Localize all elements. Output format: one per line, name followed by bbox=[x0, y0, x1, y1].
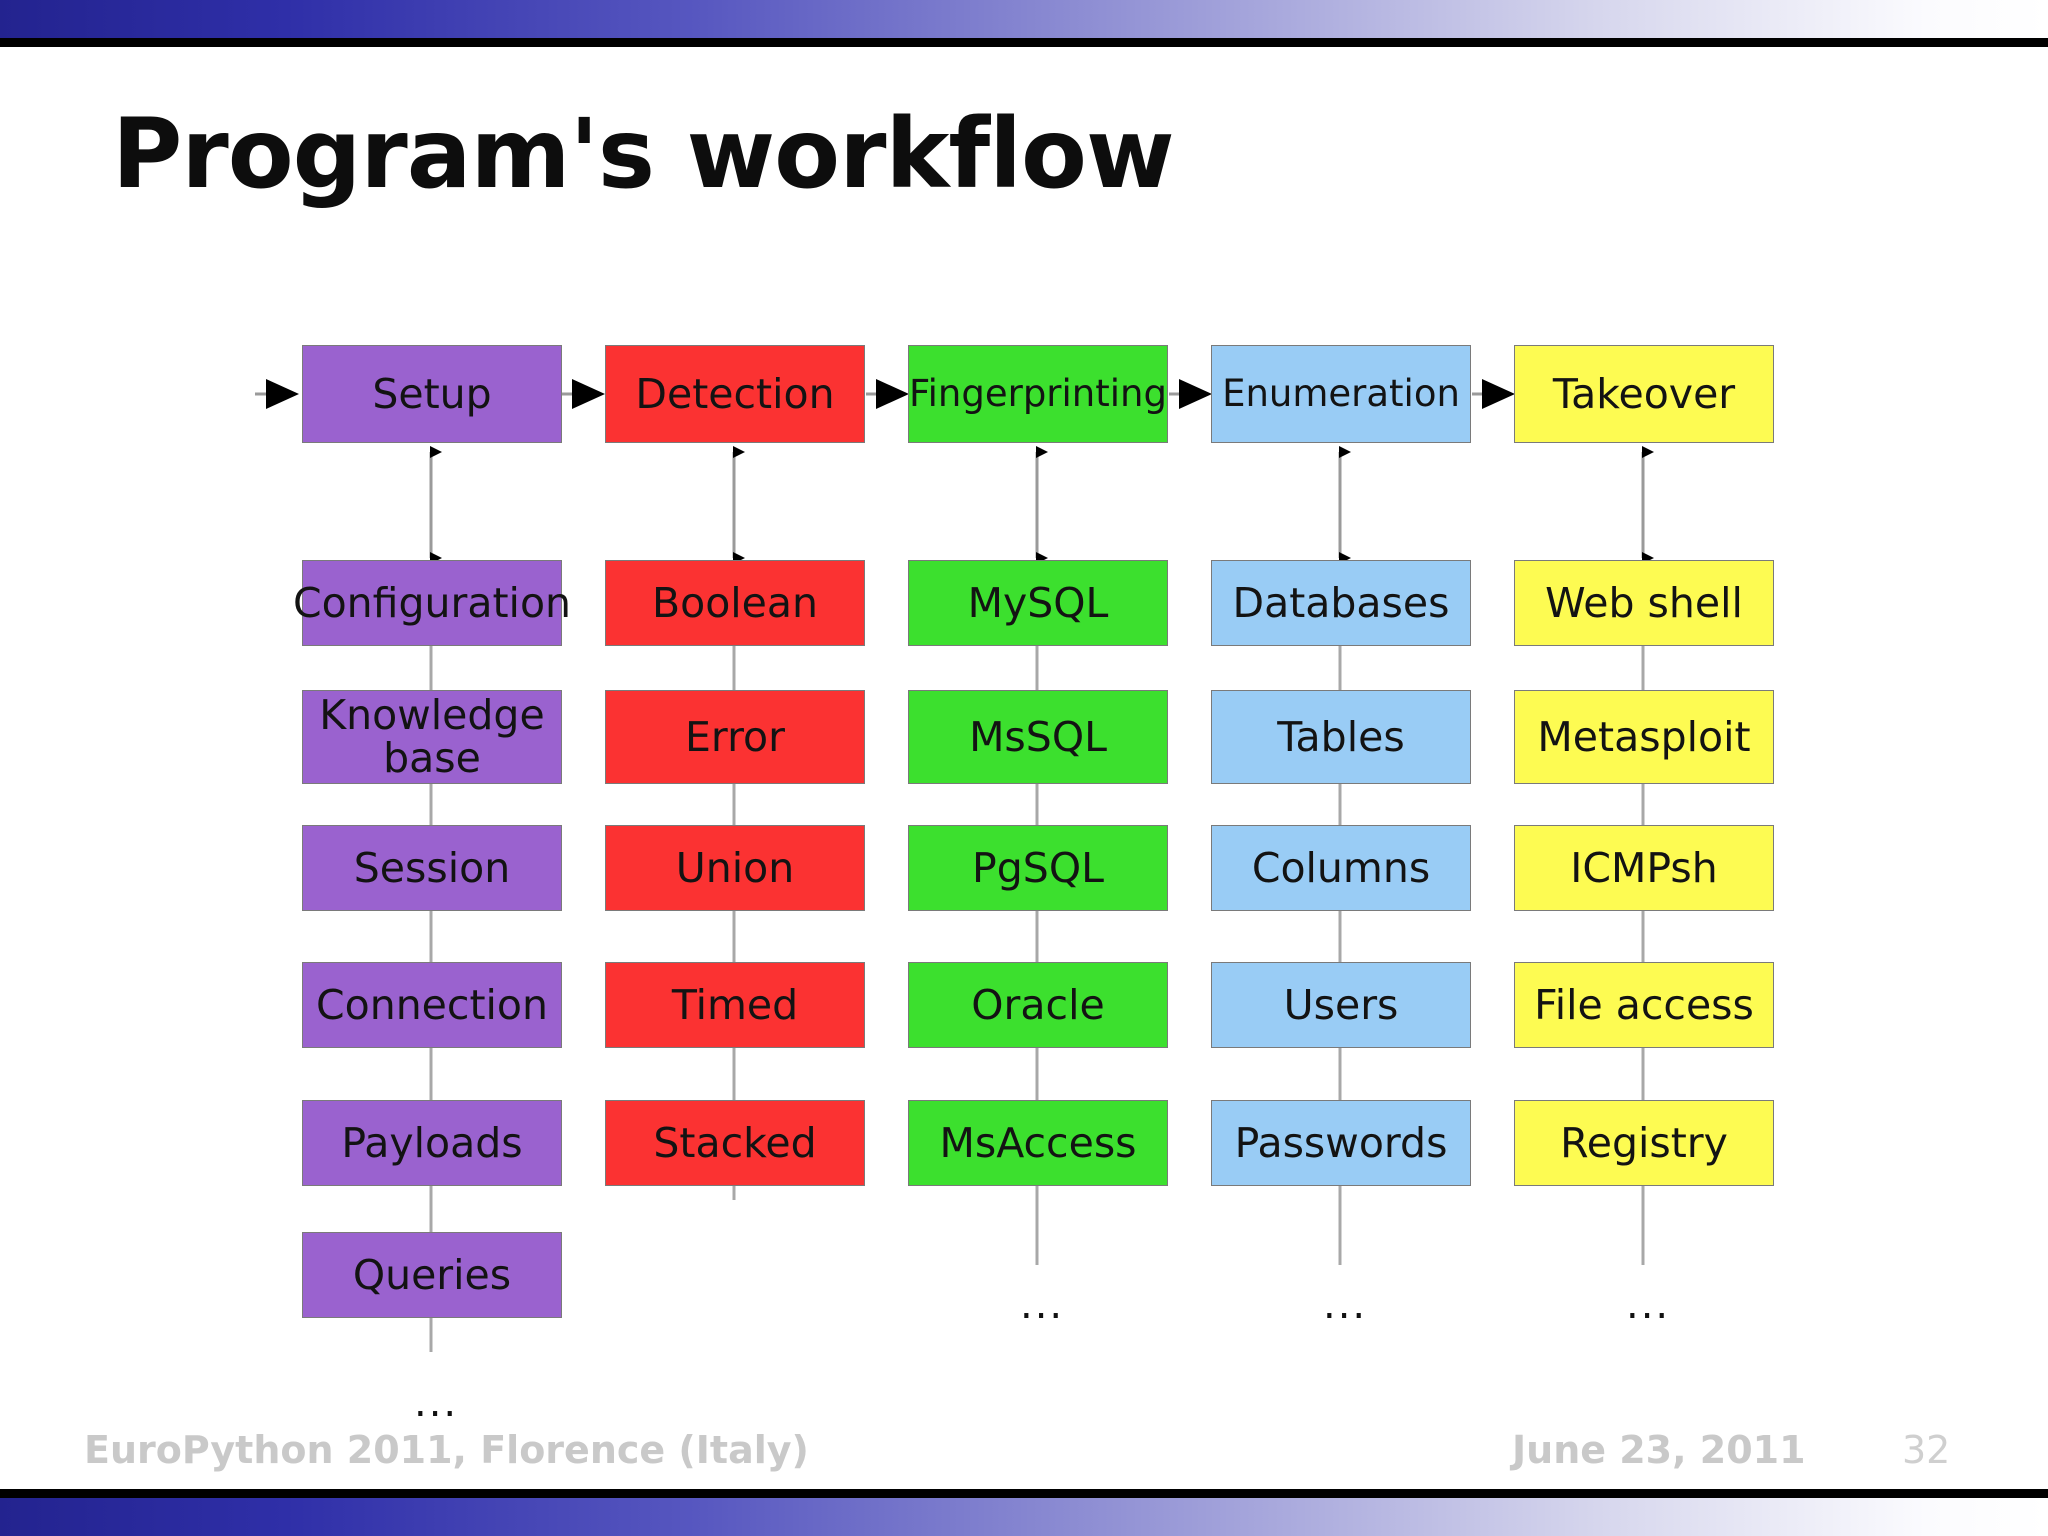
item-label: Error bbox=[685, 712, 785, 761]
item-box-union[interactable]: Union bbox=[605, 825, 865, 911]
footer-event-label: EuroPython 2011, Florence (Italy) bbox=[84, 1428, 809, 1472]
item-box-payloads[interactable]: Payloads bbox=[302, 1100, 562, 1186]
stage-box-takeover[interactable]: Takeover bbox=[1514, 345, 1774, 443]
item-label: Databases bbox=[1232, 578, 1450, 627]
item-box-columns[interactable]: Columns bbox=[1211, 825, 1471, 911]
column-ellipsis-fingerprinting: ... bbox=[1020, 1282, 1065, 1328]
item-box-tables[interactable]: Tables bbox=[1211, 690, 1471, 784]
slide-top-gradient-bar bbox=[0, 0, 2048, 38]
stage-label: Fingerprinting bbox=[909, 371, 1167, 415]
item-box-stacked[interactable]: Stacked bbox=[605, 1100, 865, 1186]
footer-date-label: June 23, 2011 bbox=[1512, 1428, 1806, 1472]
item-box-boolean[interactable]: Boolean bbox=[605, 560, 865, 646]
item-box-pgsql[interactable]: PgSQL bbox=[908, 825, 1168, 911]
page-title: Program's workflow bbox=[112, 98, 1175, 210]
item-label: Connection bbox=[316, 980, 548, 1029]
item-box-web-shell[interactable]: Web shell bbox=[1514, 560, 1774, 646]
item-label: MsSQL bbox=[969, 712, 1107, 761]
stage-box-enumeration[interactable]: Enumeration bbox=[1211, 345, 1471, 443]
item-box-queries[interactable]: Queries bbox=[302, 1232, 562, 1318]
stage-box-setup[interactable]: Setup bbox=[302, 345, 562, 443]
column-ellipsis-setup: ... bbox=[414, 1380, 459, 1426]
item-box-mssql[interactable]: MsSQL bbox=[908, 690, 1168, 784]
slide-bottom-gradient-bar bbox=[0, 1498, 2048, 1536]
item-label: Columns bbox=[1251, 843, 1431, 892]
item-box-connection[interactable]: Connection bbox=[302, 962, 562, 1048]
stage-label: Detection bbox=[635, 369, 835, 418]
item-label: Stacked bbox=[653, 1118, 817, 1167]
item-label: PgSQL bbox=[972, 843, 1104, 892]
item-box-configuration[interactable]: Configuration bbox=[293, 560, 571, 646]
stage-label: Setup bbox=[372, 369, 492, 418]
item-label: Users bbox=[1283, 980, 1399, 1029]
item-box-mysql[interactable]: MySQL bbox=[908, 560, 1168, 646]
item-box-databases[interactable]: Databases bbox=[1211, 560, 1471, 646]
slide-bottom-rule bbox=[0, 1489, 2048, 1498]
item-label: Configuration bbox=[292, 578, 572, 627]
item-box-error[interactable]: Error bbox=[605, 690, 865, 784]
column-ellipsis-enumeration: ... bbox=[1323, 1282, 1368, 1328]
column-ellipsis-takeover: ... bbox=[1626, 1282, 1671, 1328]
item-label: ICMPsh bbox=[1570, 843, 1718, 892]
stage-label: Takeover bbox=[1552, 369, 1736, 418]
stage-label: Enumeration bbox=[1222, 371, 1460, 415]
item-box-metasploit[interactable]: Metasploit bbox=[1514, 690, 1774, 784]
item-label: Payloads bbox=[341, 1118, 523, 1167]
item-label: Passwords bbox=[1234, 1118, 1448, 1167]
item-label: Timed bbox=[671, 980, 799, 1029]
item-box-oracle[interactable]: Oracle bbox=[908, 962, 1168, 1048]
item-box-users[interactable]: Users bbox=[1211, 962, 1471, 1048]
item-label: MsAccess bbox=[939, 1118, 1137, 1167]
item-box-passwords[interactable]: Passwords bbox=[1211, 1100, 1471, 1186]
item-box-msaccess[interactable]: MsAccess bbox=[908, 1100, 1168, 1186]
item-label: File access bbox=[1534, 980, 1754, 1029]
item-label: Oracle bbox=[971, 980, 1105, 1029]
item-label: Session bbox=[353, 843, 511, 892]
stage-box-fingerprinting[interactable]: Fingerprinting bbox=[908, 345, 1168, 443]
item-label: Union bbox=[675, 843, 795, 892]
item-box-timed[interactable]: Timed bbox=[605, 962, 865, 1048]
item-label: Queries bbox=[352, 1250, 512, 1299]
stage-box-detection[interactable]: Detection bbox=[605, 345, 865, 443]
item-label: Registry bbox=[1560, 1118, 1728, 1167]
item-label: MySQL bbox=[967, 578, 1109, 627]
item-box-session[interactable]: Session bbox=[302, 825, 562, 911]
item-label: Tables bbox=[1277, 712, 1405, 761]
item-box-registry[interactable]: Registry bbox=[1514, 1100, 1774, 1186]
item-label: Metasploit bbox=[1537, 712, 1751, 761]
item-box-icmpsh[interactable]: ICMPsh bbox=[1514, 825, 1774, 911]
item-label: Boolean bbox=[651, 578, 819, 627]
item-box-file-access[interactable]: File access bbox=[1514, 962, 1774, 1048]
footer-page-number: 32 bbox=[1902, 1428, 1951, 1472]
item-label: Web shell bbox=[1545, 578, 1743, 627]
slide-top-rule bbox=[0, 38, 2048, 47]
